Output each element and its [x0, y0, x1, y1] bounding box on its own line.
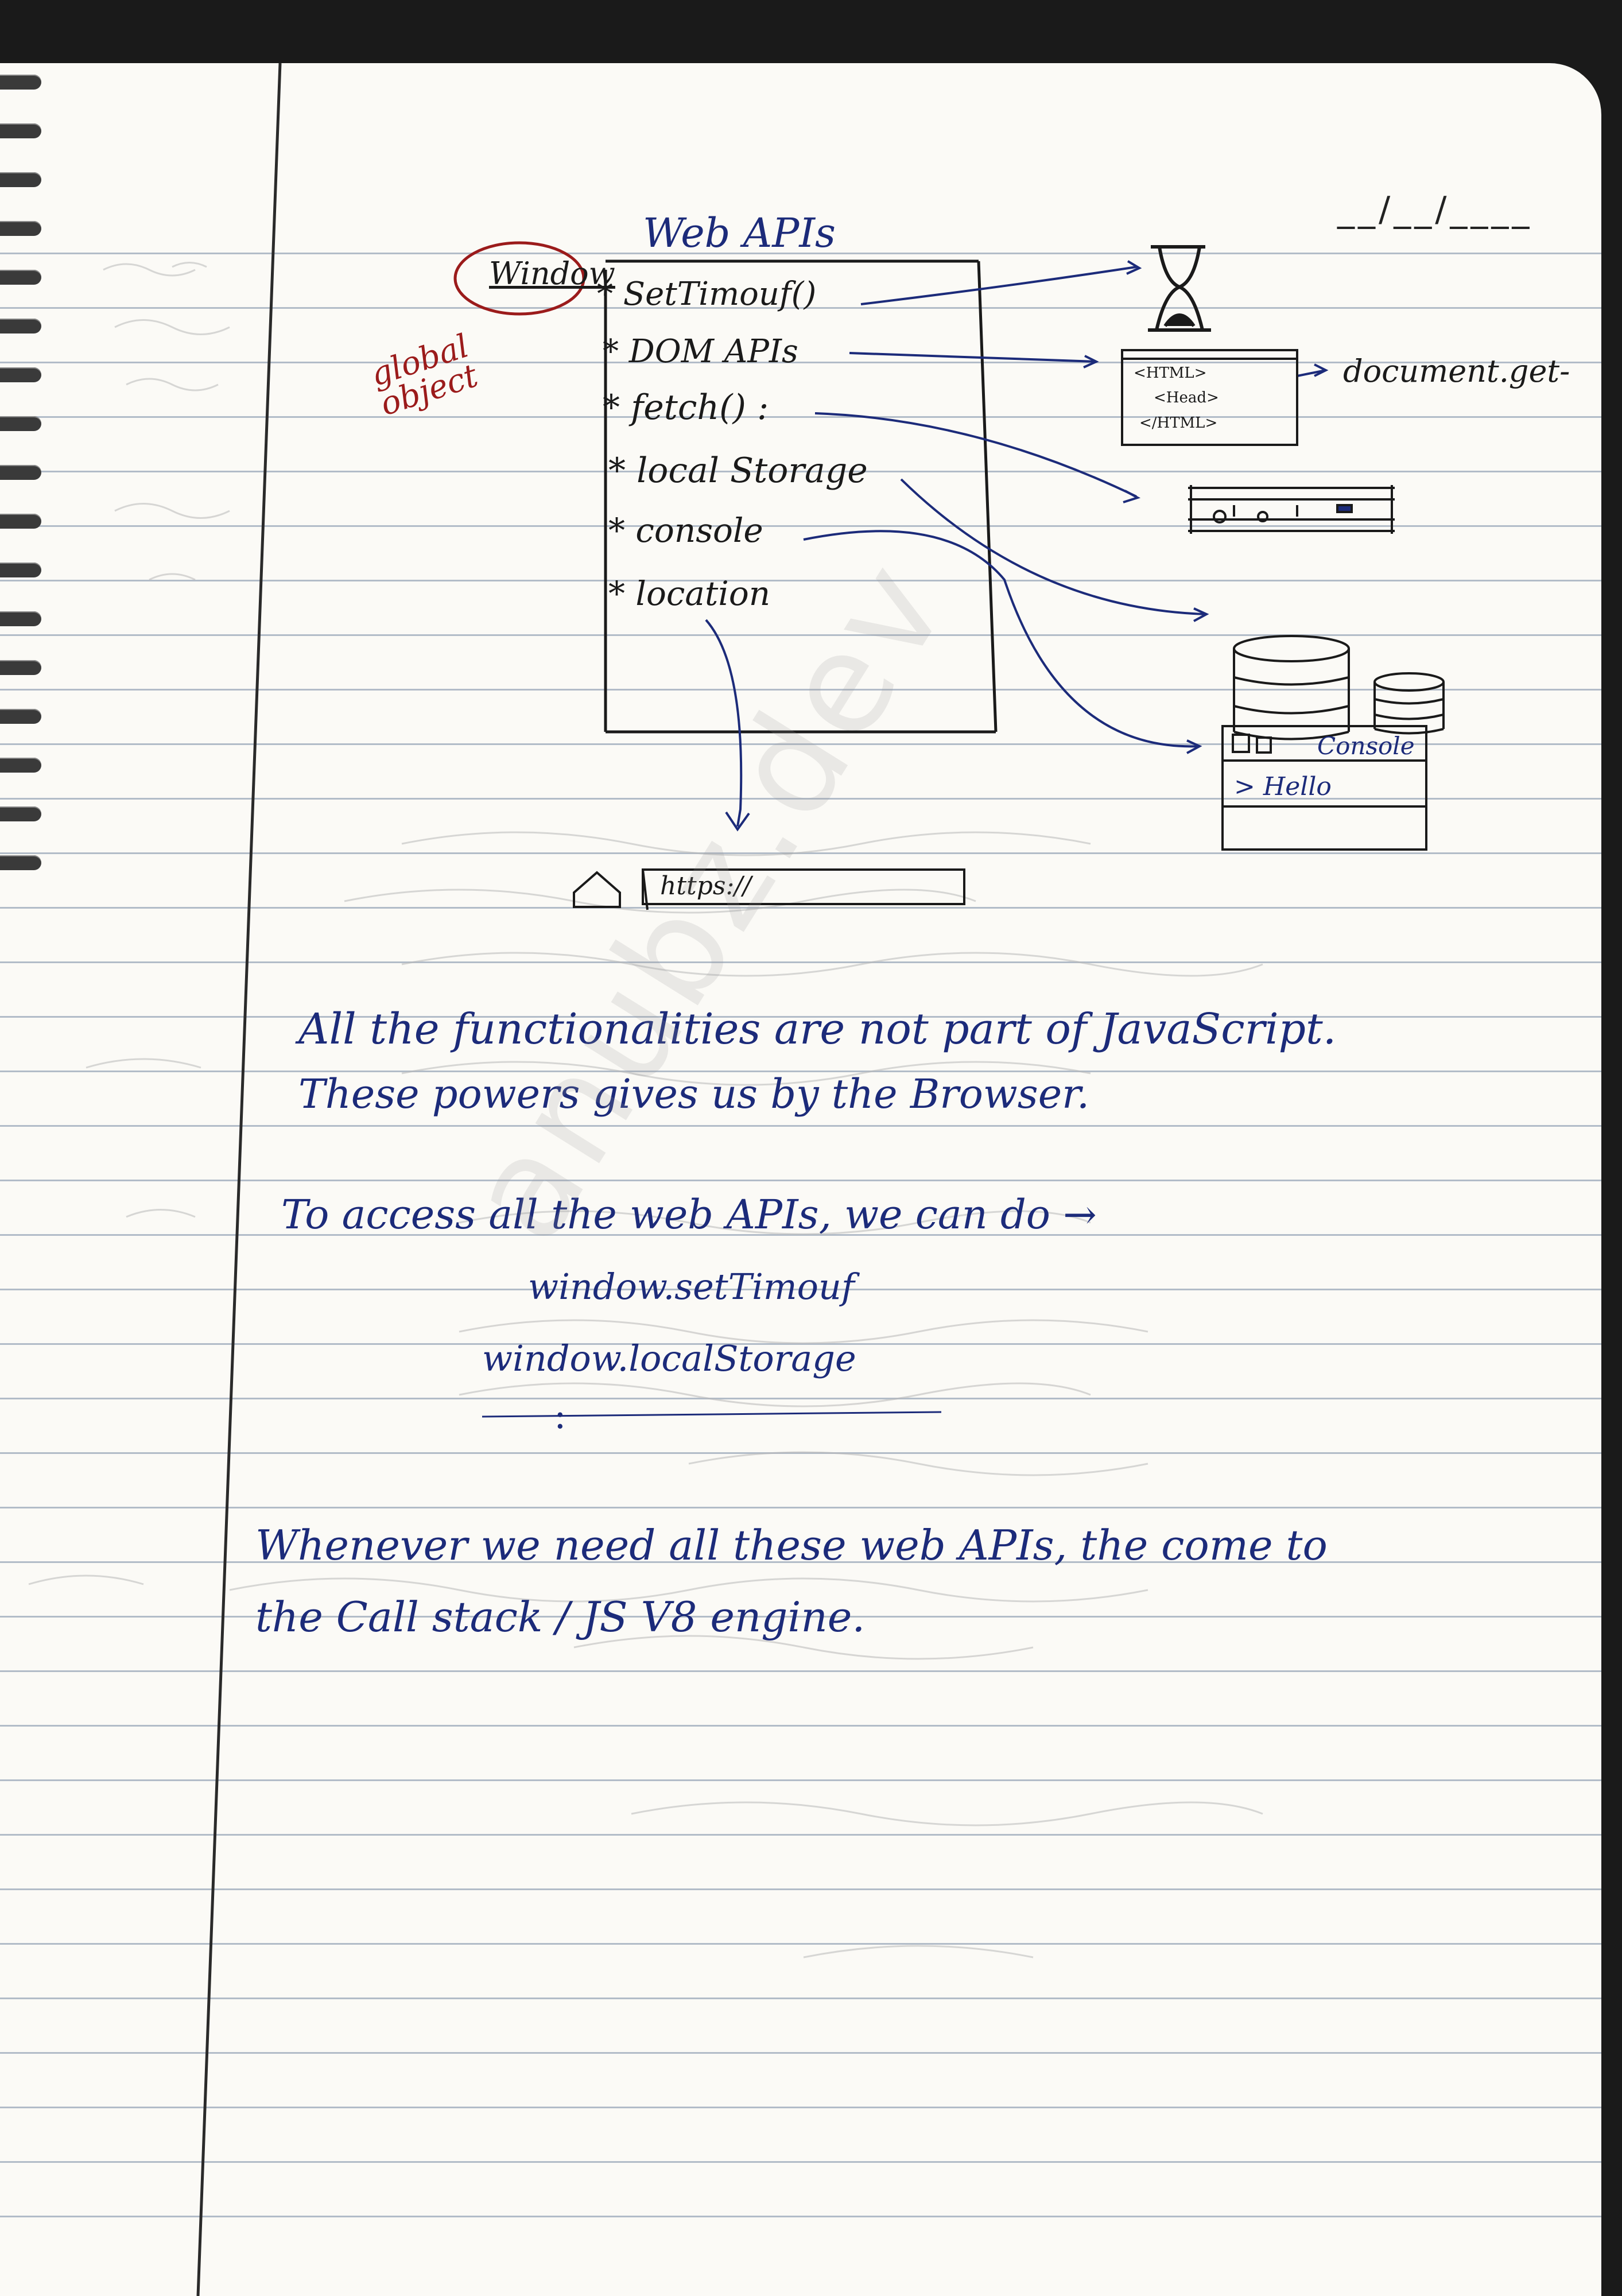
rule-line — [0, 1016, 1601, 1018]
html-box-line: </HTML> — [1139, 414, 1218, 432]
rule-line — [0, 416, 1601, 418]
rule-line — [0, 1943, 1601, 1945]
arrow-console — [803, 530, 1200, 748]
rule-line — [0, 1507, 1601, 1508]
console-window-icon — [1221, 725, 1427, 851]
document-get-label: document.get- — [1343, 353, 1570, 389]
arrow-document — [1297, 369, 1326, 377]
api-item-localstorage: * local Storage — [608, 451, 868, 491]
rule-line — [0, 1234, 1601, 1236]
hourglass-icon — [1148, 245, 1211, 332]
rule-line — [0, 1670, 1601, 1672]
web-apis-diagram — [453, 241, 1445, 1418]
rule-line — [0, 1725, 1601, 1727]
rule-line — [0, 2052, 1601, 2054]
arrow-localstorage — [900, 478, 1206, 615]
html-document-box — [1121, 349, 1298, 446]
rule-line — [0, 1779, 1601, 1781]
api-item-settimeout: * SetTimouf() — [597, 276, 817, 313]
date-placeholder: __/__/____ — [1337, 189, 1533, 230]
rule-line — [0, 634, 1601, 636]
network-panel-icon — [1188, 485, 1395, 534]
rule-line — [0, 798, 1601, 800]
arrow-settimeout — [860, 266, 1137, 305]
location-bar — [573, 868, 965, 910]
window-circle — [453, 241, 585, 316]
api-item-console: * console — [608, 511, 763, 550]
spiral-ring — [0, 270, 41, 285]
spiral-ring — [0, 660, 41, 675]
rule-line — [0, 1289, 1601, 1290]
rule-line — [0, 1834, 1601, 1836]
window-label: Window — [489, 255, 615, 292]
spiral-ring — [0, 221, 41, 236]
note-paragraph2-line1: To access all the web APIs, we can do → — [281, 1191, 1097, 1238]
rule-line — [0, 1180, 1601, 1181]
spiral-ring — [0, 465, 41, 480]
rule-line — [0, 1888, 1601, 1890]
url-bar-text: https:// — [660, 871, 751, 901]
spiral-ring — [0, 514, 41, 529]
rule-line — [0, 525, 1601, 527]
api-item-dom: * DOM APIs — [603, 333, 798, 370]
rule-line — [0, 689, 1601, 691]
rule-line — [0, 1561, 1601, 1563]
database-icon — [1233, 635, 1445, 740]
rule-line — [0, 580, 1601, 581]
spiral-ring — [0, 75, 41, 90]
rule-line — [0, 2161, 1601, 2163]
note-code-line2: window.localStorage — [482, 1337, 856, 1379]
note-paragraph1-line1: All the functionalities are not part of … — [298, 1004, 1337, 1054]
rule-line — [0, 1125, 1601, 1127]
spiral-ring — [0, 123, 41, 138]
spiral-ring — [0, 367, 41, 382]
spiral-ring — [0, 563, 41, 577]
web-apis-box — [604, 259, 998, 734]
console-box-title: Console — [1317, 732, 1415, 760]
web-apis-title: Web APIs — [643, 210, 836, 257]
spiral-ring — [0, 319, 41, 333]
rule-line — [0, 362, 1601, 363]
spiral-ring — [0, 416, 41, 431]
api-item-fetch: * fetch() : — [603, 387, 769, 428]
arrow-dom — [849, 352, 1097, 363]
spiral-ring — [0, 709, 41, 724]
note-paragraph3-line2: the Call stack / JS V8 engine. — [255, 1593, 866, 1641]
note-code-line1: window.setTimouf — [528, 1266, 855, 1308]
rule-line — [0, 1998, 1601, 1999]
api-item-location: * location — [608, 574, 771, 613]
html-box-line: <Head> — [1154, 389, 1219, 406]
rule-line — [0, 2216, 1601, 2217]
spiral-ring — [0, 758, 41, 773]
notebook-page: __/__/____ — [0, 63, 1601, 2296]
rule-line — [0, 307, 1601, 309]
note-paragraph1-line2: These powers gives us by the Browser. — [298, 1071, 1090, 1118]
console-box-output: > Hello — [1234, 772, 1332, 801]
rule-line — [0, 253, 1601, 254]
spiral-ring — [0, 172, 41, 187]
arrow-fetch — [814, 412, 1137, 498]
arrow-location — [705, 619, 743, 827]
rule-line — [0, 743, 1601, 745]
rule-line — [0, 1343, 1601, 1345]
rule-line — [0, 471, 1601, 472]
spiral-ring — [0, 855, 41, 870]
note-paragraph3-line1: Whenever we need all these web APIs, the… — [255, 1521, 1328, 1569]
note-code-ellipsis: : — [554, 1395, 566, 1437]
html-box-line: <HTML> — [1134, 364, 1207, 382]
home-icon — [573, 871, 621, 908]
note-underlines — [482, 1411, 942, 1418]
spiral-ring — [0, 611, 41, 626]
rule-line — [0, 1616, 1601, 1618]
rule-line — [0, 2107, 1601, 2108]
spiral-ring — [0, 806, 41, 821]
api-arrows — [705, 260, 1329, 832]
